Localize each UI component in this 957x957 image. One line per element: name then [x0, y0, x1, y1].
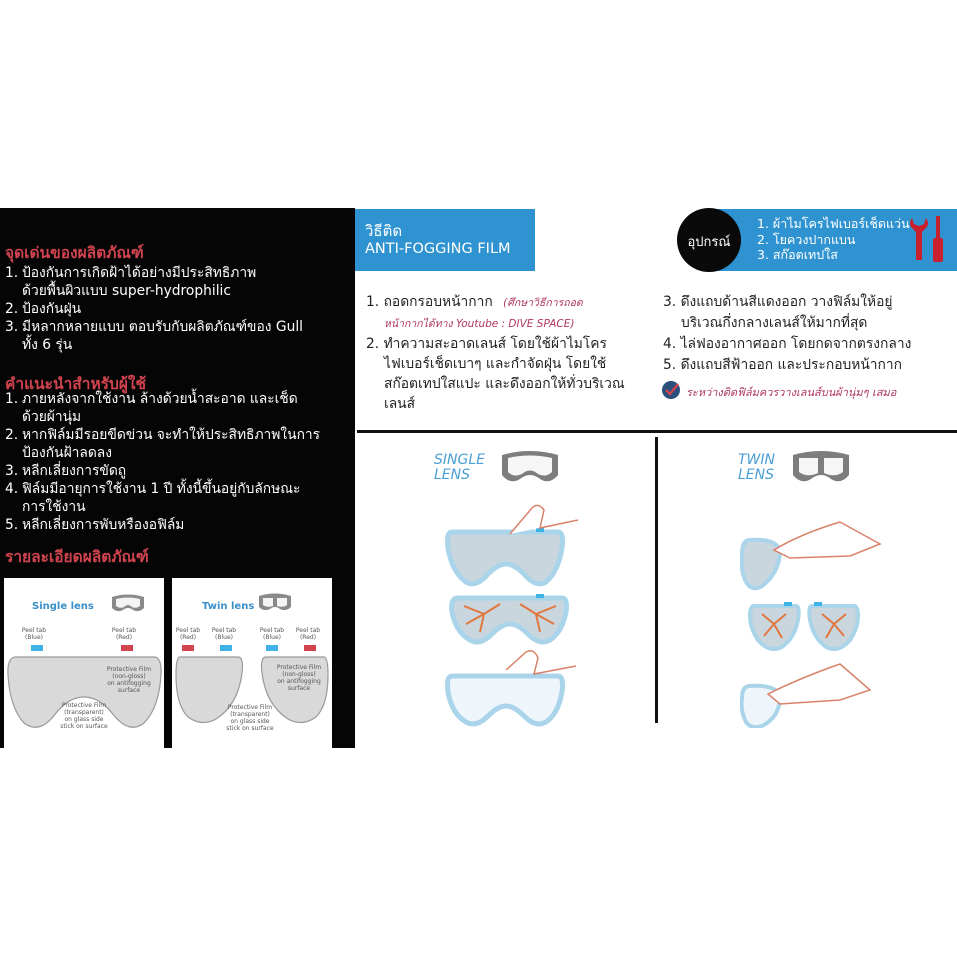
transparent-film-label: Protective Film (transparent) on glass s… — [60, 702, 108, 730]
step-3-cont: บริเวณกึ่งกลางเลนส์ให้มากที่สุด — [681, 315, 868, 331]
tool-item: 2. โยควงปากแบน — [757, 231, 856, 247]
transparent-film-label: Protective Film (transparent) on glass s… — [226, 704, 274, 732]
howto-header: วิธีติด ANTI-FOGGING FILM — [355, 209, 535, 271]
peel-tab-red-label: Peel tab (Red) — [295, 627, 321, 641]
single-lens-title: Single lens — [32, 601, 94, 612]
peel-tab-blue — [220, 645, 232, 651]
step-1-note-2: หน้ากากได้ทาง Youtube : DIVE SPACE) — [384, 318, 575, 330]
peel-tab-red-label: Peel tab (Red) — [111, 627, 137, 641]
step-3: 3. ดึงแถบด้านสีแดงออก วางฟิล์มให้อยู่ — [663, 294, 893, 310]
tip-item: 5.หลีกเลี่ยงการพับหรืองอฟิล์ม — [5, 517, 185, 533]
step-2-line: ไฟเบอร์เช็ดเบาๆ และกำจัดฝุ่น โดยใช้ — [384, 356, 607, 372]
peel-tab-red — [182, 645, 194, 651]
twin-lens-film-shape — [175, 656, 329, 724]
peel-tab-blue-label: Peel tab (Blue) — [259, 627, 285, 641]
product-info-panel: จุดเด่นของผลิตภัณฑ์ 1.ป้องกันการเกิดฝ้าไ… — [0, 208, 355, 748]
tools-icon — [910, 216, 943, 262]
protective-film-label: Protective Film (non-gloss) on antifoggi… — [276, 664, 322, 692]
peel-tab-blue-label: Peel tab (Blue) — [21, 627, 47, 641]
note-text: ระหว่างติดฟิล์มควรวางเลนส์บนผ้านุ่มๆ เสม… — [686, 386, 897, 399]
step-2-line: เลนส์ — [384, 396, 416, 412]
mask-icon — [112, 594, 144, 612]
step-4: 4. ไล่ฟองอากาศออก โดยกดจากตรงกลาง — [663, 336, 912, 352]
tip-item: 4.ฟิล์มมีอายุการใช้งาน 1 ปี ทั้งนี้ขึ้นอ… — [5, 481, 301, 515]
twin-lens-title: Twin lens — [202, 601, 255, 612]
step-1: 1. ถอดกรอบหน้ากาก (ศึกษาวิธีการถอด — [366, 294, 583, 310]
step-5: 5. ดึงแถบสีฟ้าออก และประกอบหน้ากาก — [663, 357, 902, 373]
peel-tab-red — [304, 645, 316, 651]
peel-tab-red — [121, 645, 133, 651]
tip-item: 3.หลีกเลี่ยงการขัดถู — [5, 463, 127, 479]
single-lens-steps — [445, 504, 579, 727]
check-icon — [662, 381, 680, 399]
tip-item: 2.หากฟิล์มมีรอยขีดข่วน จะทำให้ประสิทธิภา… — [5, 427, 321, 461]
tips-list: 1.ภายหลังจากใช้งาน ล้างด้วยน้ำสะอาด และเ… — [5, 390, 350, 534]
peel-tab-blue-label: Peel tab (Blue) — [211, 627, 237, 641]
divider — [357, 430, 957, 433]
twin-lens-steps — [740, 521, 882, 728]
twin-mask-icon — [793, 451, 849, 482]
peel-tab-blue — [266, 645, 278, 651]
peel-tab-blue — [31, 645, 43, 651]
tips-heading: คำแนะนำสำหรับผู้ใช้ — [5, 375, 146, 393]
mask-icon — [259, 593, 291, 611]
peel-tab-red-label: Peel tab (Red) — [175, 627, 201, 641]
details-heading: รายละเอียดผลิตภัณฑ์ — [5, 548, 149, 566]
tools-list: 1. ผ้าไมโครไฟเบอร์เช็ดแว่น 2. โยควงปากแบ… — [757, 216, 910, 263]
feature-item: 3.มีหลากหลายแบบ ตอบรับกับผลิตภัณฑ์ของ Gu… — [5, 319, 303, 353]
tip-item: 1.ภายหลังจากใช้งาน ล้างด้วยน้ำสะอาด และเ… — [5, 391, 298, 425]
column-divider — [655, 437, 658, 723]
tool-item: 3. สก๊อตเทปใส — [757, 247, 838, 262]
twin-lens-card: Twin lens Peel tab (Red) Peel tab (Blue)… — [172, 578, 332, 748]
feature-item: 1.ป้องกันการเกิดฝ้าได้อย่างมีประสิทธิภาพ… — [5, 265, 257, 299]
tools-box — [708, 209, 957, 271]
features-list: 1.ป้องกันการเกิดฝ้าได้อย่างมีประสิทธิภาพ… — [5, 264, 350, 354]
feature-item: 2.ป้องกันฝุ่น — [5, 301, 82, 317]
tools-circle — [677, 208, 741, 272]
single-lens-film-shape — [7, 656, 162, 728]
howto-title-en: ANTI-FOGGING FILM — [365, 241, 511, 257]
step-1-note: (ศึกษาวิธีการถอด — [503, 297, 583, 309]
step-2: 2. ทำความสะอาดเลนส์ โดยใช้ผ้าไมโคร — [366, 336, 607, 352]
step-2-line: สก๊อตเทปใสแปะ และดึงออกให้ทั่วบริเวณ — [384, 376, 625, 392]
howto-title-thai: วิธีติด — [365, 222, 403, 240]
tool-item: 1. ผ้าไมโครไฟเบอร์เช็ดแว่น — [757, 216, 910, 231]
tools-label: อุปกรณ์ — [687, 235, 731, 250]
single-mask-icon — [502, 451, 558, 482]
protective-film-label: Protective Film (non-gloss) on antifoggi… — [106, 666, 152, 694]
features-heading: จุดเด่นของผลิตภัณฑ์ — [5, 244, 144, 262]
single-lens-card: Single lens Peel tab (Blue) Peel tab (Re… — [4, 578, 164, 748]
